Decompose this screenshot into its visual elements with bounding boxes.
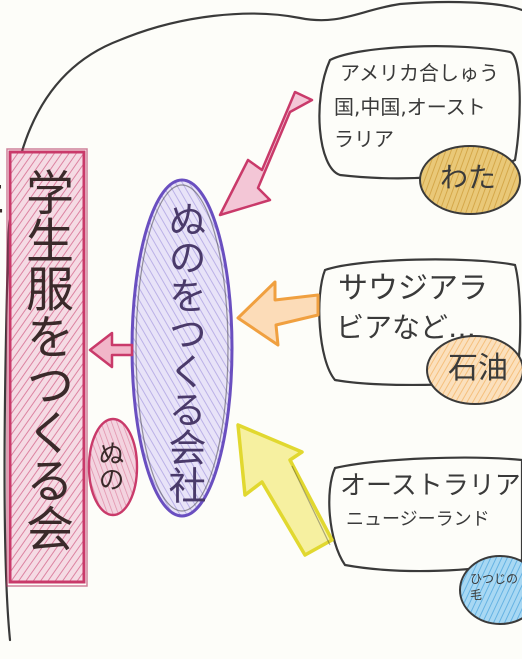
oil-badge-label: 石油: [448, 351, 508, 386]
outer-bubble-outline: [3, 0, 522, 642]
arrow-cotton: [218, 90, 314, 217]
supplier-bubble-wool: [328, 456, 522, 573]
cloth-badge-circle: [87, 417, 139, 517]
oil-supplier-line-2: ビアなど…: [336, 311, 477, 344]
oil-badge: [426, 335, 522, 405]
cotton-supplier-line-3: ラリア: [334, 127, 394, 151]
wool-badge-label: ひつじの毛: [470, 572, 519, 602]
cotton-badge: [419, 145, 521, 215]
wool-badge: [459, 555, 522, 625]
arrow-fabric-to-main: [88, 331, 134, 369]
cloth-badge-label: ぬの: [94, 440, 124, 492]
cotton-supplier-line-1: アメリカ合しゅう: [340, 61, 499, 85]
fabric-company-label: ぬのをつくる会社: [162, 200, 206, 504]
arrow-wool: [236, 423, 334, 557]
cotton-supplier-line-2: 国,中国,オースト: [334, 95, 486, 119]
main-company-box: [8, 150, 86, 584]
wool-supplier-line-2: ニュージーランド: [346, 509, 490, 530]
main-company-label: 学生服をつくる会社: [0, 168, 73, 552]
arrow-oil: [236, 280, 320, 347]
wool-supplier-line-1: オーストラリア,: [340, 471, 522, 501]
cotton-badge-label: わた: [440, 161, 497, 194]
oil-supplier-line-1: サウジアラ: [338, 271, 488, 306]
